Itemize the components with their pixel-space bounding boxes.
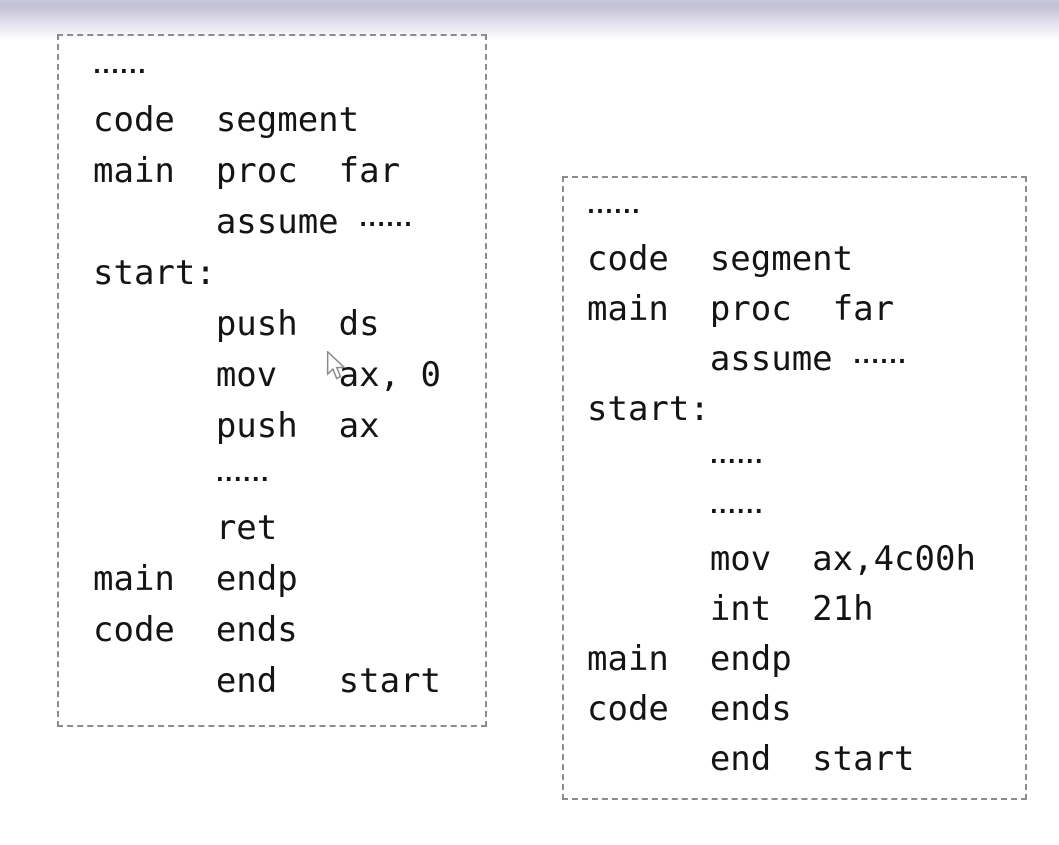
window-top-gradient-bar <box>0 0 1059 40</box>
code-text: end start <box>93 661 441 701</box>
code-line: main proc far <box>93 146 485 197</box>
code-line: ...... <box>587 184 1025 234</box>
code-line: code ends <box>93 605 485 656</box>
code-line: int 21h <box>587 584 1025 634</box>
code-text: main endp <box>587 639 792 679</box>
code-line: main endp <box>587 634 1025 684</box>
code-line: push ax <box>93 401 485 452</box>
ellipsis-dots: ...... <box>853 344 907 368</box>
code-line: code segment <box>93 95 485 146</box>
code-text: assume <box>93 202 360 242</box>
code-line: assume ...... <box>93 197 485 248</box>
code-line: push ds <box>93 299 485 350</box>
code-line: ret <box>93 503 485 554</box>
code-line: ...... <box>93 44 485 95</box>
code-text: code segment <box>587 239 854 279</box>
code-text <box>93 457 216 497</box>
assembly-code-box-left: ...... code segment main proc far assume .… <box>57 34 487 727</box>
code-text: mov ax,4c00h <box>587 539 976 579</box>
code-line: mov ax, 0 <box>93 350 485 401</box>
code-line: code segment <box>587 234 1025 284</box>
code-text: start: <box>587 389 710 429</box>
code-line: end start <box>587 734 1025 784</box>
code-text: main proc far <box>93 151 401 191</box>
code-text: push ax <box>93 406 380 446</box>
code-text: assume <box>587 339 854 379</box>
code-text <box>587 489 710 529</box>
code-text <box>587 439 710 479</box>
code-line: code ends <box>587 684 1025 734</box>
code-line: main endp <box>93 554 485 605</box>
code-line: ...... <box>587 434 1025 484</box>
code-text: code ends <box>587 689 792 729</box>
code-text: ret <box>93 508 278 548</box>
code-line: main proc far <box>587 284 1025 334</box>
code-text: start: <box>93 253 216 293</box>
code-line: start: <box>93 248 485 299</box>
code-text: mov ax, 0 <box>93 355 441 395</box>
ellipsis-dots: ...... <box>587 194 641 218</box>
ellipsis-dots: ...... <box>215 462 270 486</box>
code-text: int 21h <box>587 589 874 629</box>
code-text: code segment <box>93 100 360 140</box>
assembly-code-box-right: ...... code segment main proc far assume .… <box>562 176 1027 800</box>
code-line: end start <box>93 656 485 707</box>
ellipsis-dots: ...... <box>709 444 764 468</box>
code-text: main proc far <box>587 289 895 329</box>
ellipsis-dots: ...... <box>359 207 413 231</box>
code-text: push ds <box>93 304 380 344</box>
code-text: end start <box>587 739 915 779</box>
code-line: mov ax,4c00h <box>587 534 1025 584</box>
code-text: main endp <box>93 559 298 599</box>
code-text: code ends <box>93 610 298 650</box>
ellipsis-dots: ...... <box>93 54 147 78</box>
code-listing-left: ...... code segment main proc far assume .… <box>59 36 485 707</box>
code-line: start: <box>587 384 1025 434</box>
code-line: ...... <box>587 484 1025 534</box>
code-line: assume ...... <box>587 334 1025 384</box>
code-line: ...... <box>93 452 485 503</box>
ellipsis-dots: ...... <box>709 494 764 518</box>
code-listing-right: ...... code segment main proc far assume .… <box>564 178 1025 784</box>
